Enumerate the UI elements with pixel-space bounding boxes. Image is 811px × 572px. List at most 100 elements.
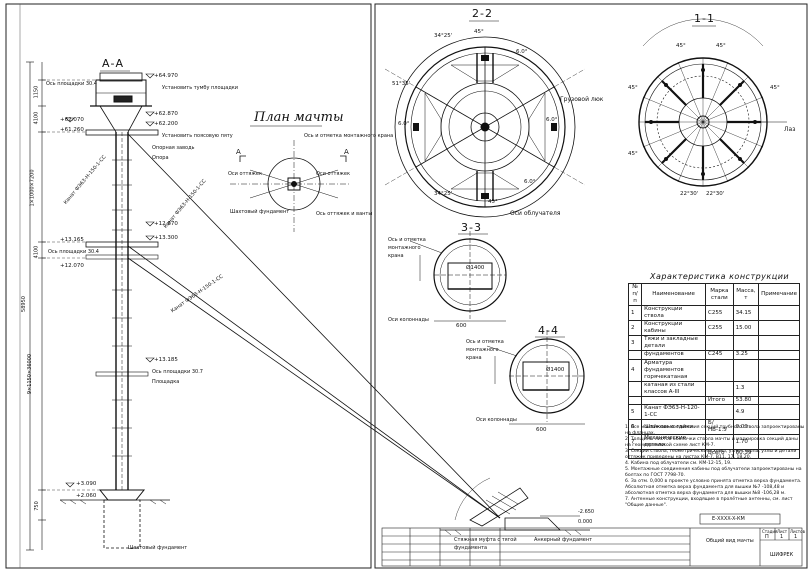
- angle-11-6: 22°30': [680, 191, 699, 197]
- section-1-1: [638, 18, 787, 187]
- dim-2: 4100: [33, 111, 40, 125]
- stamp-stage: П: [765, 534, 769, 540]
- spec-header-row: № п/п Наименование Марка стали Масса, т …: [627, 283, 800, 306]
- spec-cell: [641, 449, 707, 459]
- label-platform-axis-2: Ось площадки 30.4: [48, 249, 99, 255]
- view-title-plan: План мачты: [254, 110, 344, 125]
- view-title-4-4: 4-4: [538, 324, 559, 337]
- notes-block: 1. Все монтажные соединения секций трубн…: [625, 425, 805, 509]
- elevation-7: +13.300: [154, 235, 178, 241]
- label-install-heel: Установить поясовую пяту: [162, 133, 233, 139]
- guy-rope-middle: [127, 245, 501, 519]
- label-support: Опорная заводь: [152, 145, 195, 151]
- spec-cell: фундаментов: [641, 350, 707, 360]
- spec-cell: 7: [627, 434, 643, 450]
- dim-3: 1×1000×7200: [29, 169, 36, 207]
- spec-cell: [732, 358, 760, 382]
- stamp-col-sheet: Лист: [777, 529, 788, 534]
- angle-22-9: 51°35': [392, 81, 411, 87]
- label-install-platform: Установить тумбу площадки: [162, 85, 239, 91]
- elevation-1: +64.970: [154, 73, 178, 79]
- spec-cell: [705, 358, 734, 382]
- spec-cell: 5: [627, 404, 643, 420]
- spec-cell: Канат ФЭ63-Н-120-1-СС: [641, 404, 707, 420]
- spec-cell: Конструкции ствола: [641, 305, 707, 321]
- angle-11-3: 45°: [628, 85, 638, 91]
- note-line: 3. Секции ствола, геометрические схемы, …: [625, 449, 797, 460]
- spec-cell: [641, 395, 707, 405]
- view-title-aa: А-А: [102, 57, 125, 70]
- spec-cell: 34.15: [732, 305, 760, 321]
- left-sheet-frame: [5, 3, 372, 569]
- spec-cell: [627, 350, 643, 360]
- section-2-2: [384, 36, 586, 218]
- angle-22-1: 34°25': [434, 33, 453, 39]
- dim-33: 600: [456, 323, 467, 329]
- angle-11-7: 22°30': [706, 191, 725, 197]
- plan-label-shaft-foundation: Шахтовый фундамент: [230, 209, 290, 215]
- stamp-title: Общий вид мачты: [706, 538, 754, 544]
- spec-cell: 6: [627, 419, 643, 435]
- spec-cell: 1.70: [732, 434, 760, 450]
- spec-cell: 15.00: [732, 320, 760, 336]
- spec-cell: [758, 380, 800, 397]
- spec-cell: 2: [627, 320, 643, 336]
- dim-44: 600: [536, 427, 547, 433]
- note-line: 1. Все монтажные соединения секций трубн…: [625, 425, 805, 436]
- label-turnbuckle: Стяжная муфта с тягой фундамента: [454, 537, 517, 551]
- label-shaft-foundation: Шахтовый фундамент: [128, 545, 188, 551]
- spec-cell: 1.3: [732, 380, 760, 397]
- spec-header-cell: Масса, т: [732, 283, 760, 306]
- stamp-sheets: 1: [794, 534, 798, 540]
- mast-plan: [230, 140, 350, 232]
- elevation-12: +2.060: [76, 493, 97, 499]
- plan-label-guy-and-shroud: Ось оттяжек и ванты: [316, 211, 373, 217]
- spec-cell: [758, 335, 800, 351]
- elevation-4: +62.070: [60, 117, 84, 123]
- diameter-33: Ø1400: [466, 265, 485, 271]
- angle-22-8: 45°: [488, 199, 498, 205]
- spec-cell: Механические детали: [641, 434, 707, 450]
- spec-cell: [758, 305, 800, 321]
- label-platform-axis-3: Ось площадки 30.7: [152, 369, 203, 375]
- spec-cell: [705, 404, 734, 420]
- spec-cell: 4: [627, 358, 643, 382]
- spec-cell: 53.80: [732, 395, 760, 405]
- spec-cell: 1: [627, 305, 643, 321]
- note-line: Абсолютная отметка верха фундамента для …: [625, 485, 786, 496]
- spec-cell: [732, 335, 760, 351]
- label-anchor-elev-2: 0.000: [578, 519, 593, 525]
- spec-header-cell: № п/п: [627, 283, 643, 306]
- spec-cell: Итого: [705, 395, 734, 405]
- plan-label-guy-axes-2: Оси оттяжек: [316, 171, 351, 177]
- label-cargo-hatch: Грузовой люк: [560, 96, 604, 103]
- elevation-8: +13.165: [60, 237, 84, 243]
- label-44-crane-axis: Ось и отметка монтажного крана: [466, 339, 504, 361]
- spec-header-cell: Марка стали: [705, 283, 734, 306]
- angle-22-4: 6.0°: [546, 117, 558, 123]
- dim-5: 9×1150×36000: [27, 353, 34, 395]
- angle-22-6: 6.0°: [398, 121, 410, 127]
- dim-total: 58950: [20, 296, 27, 312]
- guy-rope-lower: [127, 257, 501, 519]
- elevation-3: +62.200: [154, 121, 178, 127]
- label-33-colonnade-axes: Оси колоннады: [388, 317, 429, 323]
- spec-cell: [758, 449, 800, 459]
- spec-cell: [758, 358, 800, 382]
- spec-table-title: Характеристика конструкции: [650, 272, 790, 281]
- label-33-crane-axis: Ось и отметка монтажного крана: [388, 237, 426, 259]
- label-44-colonnade-axes: Оси колоннады: [476, 417, 517, 423]
- spec-header-cell: Примечание: [758, 283, 800, 306]
- dim-1: 1150: [33, 85, 40, 99]
- spec-cell: [627, 449, 643, 459]
- spec-header-cell: Наименование: [641, 283, 707, 306]
- spec-cell: [627, 380, 643, 397]
- spec-cell: 3: [627, 335, 643, 351]
